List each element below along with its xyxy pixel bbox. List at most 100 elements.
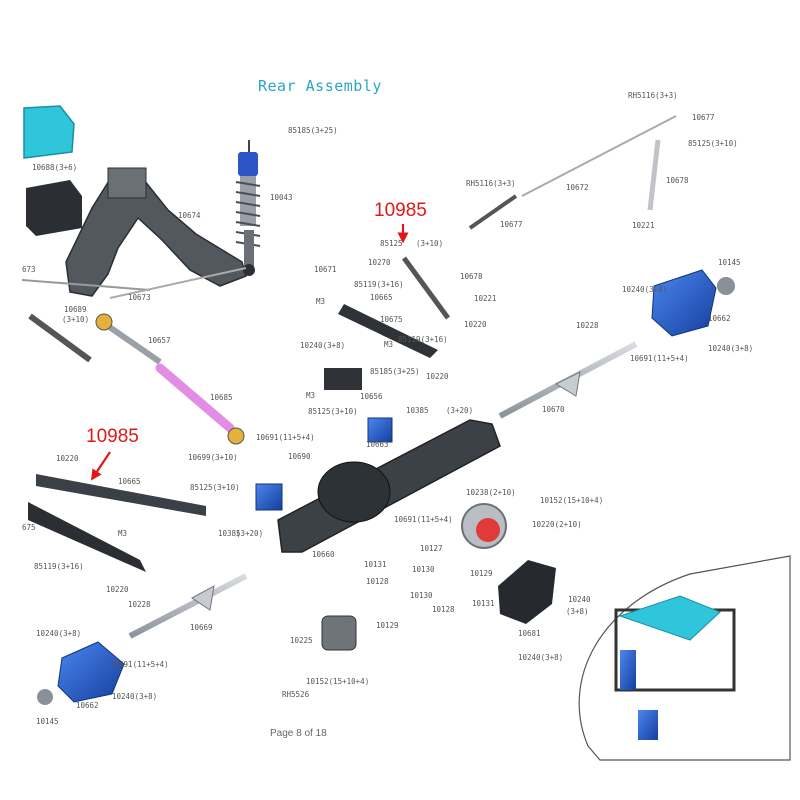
part-number-label: 10691(11+5+4) (256, 433, 315, 442)
part-number-label: 675 (22, 523, 36, 532)
part-number-label: 10669 (190, 623, 213, 632)
part-number-label: 10674 (178, 211, 201, 220)
diff-cover-part (498, 560, 556, 624)
part-number-label: 10128 (366, 577, 389, 586)
part-number-label: M3 (118, 529, 127, 538)
part-number-label: 10220(2+10) (532, 520, 582, 529)
part-number-label: 10681 (518, 629, 541, 638)
callout-lower: 10985 (86, 426, 139, 481)
battery-tray-part (26, 180, 82, 236)
part-number-label: 10240(3+8) (518, 653, 563, 662)
part-number-label: 10152(15+10+4) (540, 496, 603, 505)
part-number-label: 10689 (64, 305, 87, 314)
part-number-label: M3 (306, 391, 315, 400)
part-number-label: 10145 (36, 717, 59, 726)
part-number-label: 10685 (210, 393, 233, 402)
driveshaft-part (95, 313, 245, 445)
diagram-title: Rear Assembly (258, 77, 382, 95)
part-number-label: 10131 (364, 560, 387, 569)
part-number-label: 10238(2+10) (466, 488, 516, 497)
part-number-label: 10678 (460, 272, 483, 281)
callout-number: 10985 (86, 426, 139, 447)
part-number-label: 10663 (366, 440, 389, 449)
part-number-label: 10657 (148, 336, 171, 345)
ring-gear-part (461, 503, 507, 549)
part-number-label: 10240(3+8) (36, 629, 81, 638)
lower-link-part (28, 474, 206, 572)
axle-shaft-left-part (128, 573, 248, 639)
part-number-label: 10221 (474, 294, 497, 303)
part-number-label: 10690 (288, 452, 311, 461)
part-number-label: 10240 (568, 595, 591, 604)
axle-shaft-right-part (498, 341, 638, 419)
link-rods-part (21, 267, 247, 363)
part-number-label: 85119(3+16) (354, 280, 404, 289)
part-number-label: 10130 (410, 591, 433, 600)
part-number-label: 10220 (106, 585, 129, 594)
part-number-label: 10699(3+10) (188, 453, 238, 462)
part-number-label: 10665 (370, 293, 393, 302)
shock-tower-part (65, 167, 247, 297)
part-number-label: 10220 (464, 320, 487, 329)
part-number-label: 10675 (380, 315, 403, 324)
part-number-label: 10656 (360, 392, 383, 401)
part-number-label: 10129 (470, 569, 493, 578)
part-number-label: 10660 (312, 550, 335, 559)
part-number-label: (3+20) (446, 406, 473, 415)
part-number-label: 10127 (420, 544, 443, 553)
part-number-label: 85185(3+25) (288, 126, 338, 135)
part-number-label: 10130 (412, 565, 435, 574)
part-number-label: M3 (316, 297, 325, 306)
part-number-label: 10677 (500, 220, 523, 229)
axle-housing-part (277, 419, 501, 553)
part-number-label: 10691(11+5+4) (630, 354, 689, 363)
part-number-label: RH5116(3+3) (628, 91, 678, 100)
part-number-label: 10129 (376, 621, 399, 630)
part-number-label: 10672 (566, 183, 589, 192)
hub-left-part (37, 641, 125, 705)
part-number-label: 10228 (128, 600, 151, 609)
part-number-label: 10043 (270, 193, 293, 202)
part-number-label: 10220 (56, 454, 79, 463)
upper-link-center-part (324, 256, 451, 390)
part-number-label: 10385 (218, 529, 241, 538)
part-number-label: 85125 (380, 239, 403, 248)
inset-assembly-view (578, 555, 791, 761)
part-number-label: 10228 (576, 321, 599, 330)
part-number-label: 85125(3+10) (688, 139, 738, 148)
part-number-label: 10691(11+5+4) (394, 515, 453, 524)
part-number-label: (3+20) (236, 529, 263, 538)
spool-part (321, 615, 357, 651)
part-number-label: 10673 (128, 293, 151, 302)
part-number-label: 10385 (406, 406, 429, 415)
part-number-label: M3 (384, 340, 393, 349)
part-number-label: 10677 (692, 113, 715, 122)
part-number-label: 85185(3+25) (370, 367, 420, 376)
part-number-label: 10270 (368, 258, 391, 267)
shock-absorber-part (235, 140, 261, 276)
upper-rod-right-part (468, 115, 677, 230)
part-number-label: 10128 (432, 605, 455, 614)
part-number-label: 85119(3+16) (34, 562, 84, 571)
part-number-label: 85125(3+10) (190, 483, 240, 492)
part-number-label: 10152(15+10+4) (306, 677, 369, 686)
part-number-label: 10220 (426, 372, 449, 381)
body-panel-part (23, 105, 75, 159)
part-number-label: RH5526 (282, 690, 310, 699)
part-number-label: 10240(3+8) (708, 344, 753, 353)
part-number-label: 10691(11+5+4) (110, 660, 169, 669)
part-number-label: 10240(3+8) (112, 692, 157, 701)
part-number-label: 85125(3+10) (308, 407, 358, 416)
part-number-label: 10688(3+6) (32, 163, 77, 172)
part-number-label: (3+10) (62, 315, 89, 324)
part-number-label: (3+10) (416, 239, 443, 248)
part-number-label: 10670 (542, 405, 565, 414)
callout-upper: 10985 (374, 200, 427, 244)
part-number-label: 10665 (118, 477, 141, 486)
axle-mount-blue-part (255, 417, 393, 511)
part-number-label: 10145 (718, 258, 741, 267)
part-number-label: 10131 (472, 599, 495, 608)
part-number-label: 10221 (632, 221, 655, 230)
part-number-label: (3+8) (566, 607, 589, 616)
